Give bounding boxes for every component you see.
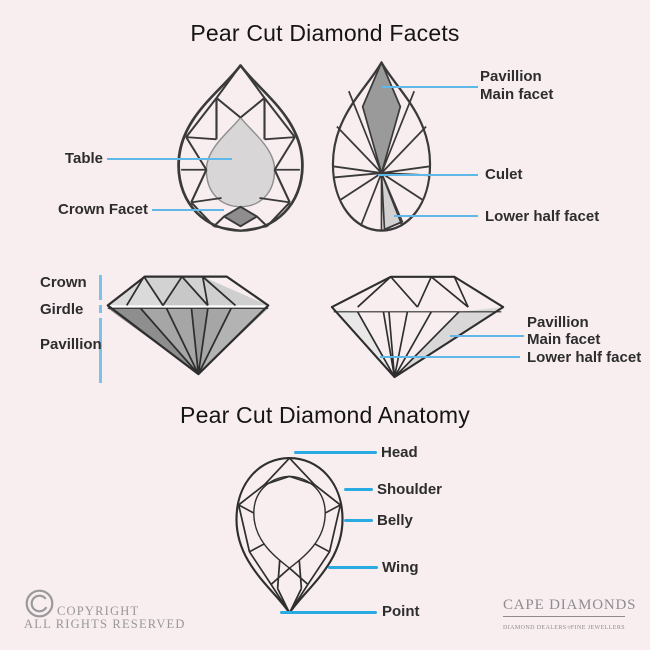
point-label: Point xyxy=(382,603,420,620)
brand-name: CAPE DIAMONDS xyxy=(503,597,636,617)
pavillion-main-side-leader-line xyxy=(450,335,524,337)
wing-leader-line xyxy=(328,566,378,569)
diamond-profile-wireframe-diagram xyxy=(330,275,505,379)
anatomy-title: Pear Cut Diamond Anatomy xyxy=(180,402,470,428)
lower-half-side-label: Lower half facet xyxy=(527,349,642,366)
diamond-profile-shaded-diagram xyxy=(106,275,270,376)
table-leader-line xyxy=(107,158,232,160)
facets-title: Pear Cut Diamond Facets xyxy=(190,20,460,46)
brand-logo: CAPE DIAMONDS DIAMOND DEALERS FINE JEWEL… xyxy=(503,597,636,637)
wing-label: Wing xyxy=(382,559,419,576)
crown-label: Crown xyxy=(40,274,87,291)
brand-diamond-icon xyxy=(566,625,571,630)
brand-tagline-left: DIAMOND DEALERS xyxy=(503,624,567,631)
pavillion-main-top-label: Pavillion Main facet xyxy=(480,68,554,103)
girdle-label: Girdle xyxy=(40,301,84,318)
belly-leader-line xyxy=(344,519,373,522)
girdle-bracket-line-dash xyxy=(99,305,102,313)
shoulder-label: Shoulder xyxy=(377,481,443,498)
belly-label: Belly xyxy=(377,512,413,529)
culet-label: Culet xyxy=(485,166,523,183)
lower-half-top-label: Lower half facet xyxy=(485,208,600,225)
pavillion-label: Pavillion xyxy=(40,336,102,353)
head-leader-line xyxy=(294,451,377,454)
pavillion-main-top-leader-line xyxy=(382,86,478,88)
shoulder-leader-line xyxy=(344,488,373,491)
girdle-bracket-line-top xyxy=(99,275,102,300)
crown-facet-label: Crown Facet xyxy=(57,201,148,218)
table-label: Table xyxy=(64,150,103,167)
culet-leader-line xyxy=(378,174,478,176)
pear-pavilion-view-diagram xyxy=(331,61,432,232)
lower-half-top-leader-line xyxy=(394,215,478,217)
copyright-text: COPYRIGHT xyxy=(57,604,140,618)
rights-reserved-text: ALL RIGHTS RESERVED xyxy=(24,617,186,631)
head-label: Head xyxy=(381,444,418,461)
pear-anatomy-diagram xyxy=(235,457,344,614)
pear-crown-view-diagram xyxy=(177,64,304,232)
crown-facet-leader-line xyxy=(152,209,224,211)
copyright-icon xyxy=(25,589,54,618)
lower-half-side-leader-line xyxy=(380,356,520,358)
point-leader-line xyxy=(280,611,377,614)
brand-tagline-right: FINE JEWELLERS xyxy=(570,624,625,631)
girdle-bracket-line-bottom xyxy=(99,318,102,383)
pavillion-main-side-label: Pavillion Main facet xyxy=(527,314,601,348)
